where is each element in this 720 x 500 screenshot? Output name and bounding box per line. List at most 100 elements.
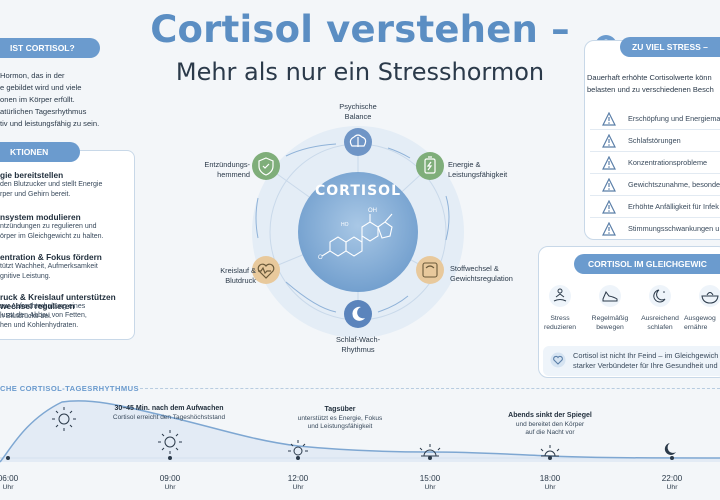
balance-item: Stress reduzieren: [534, 314, 586, 332]
cortisol-core: [298, 172, 418, 292]
molecule-icon: [321, 213, 393, 257]
annotation-line: unterstützt es Energie, Fokus: [297, 414, 383, 422]
function-desc: lusst den Abbau von Fetten,: [0, 312, 87, 319]
warning-icon: [602, 200, 616, 214]
annotation-line: und bereitet den Körper: [515, 420, 585, 428]
function-desc: hen und Kohlenhydraten.: [0, 322, 79, 329]
rhythm-curve: [0, 400, 720, 463]
node-label-energy: Energie & Leistungsfähigkeit: [448, 160, 528, 180]
warning-icon: [602, 222, 616, 236]
stress-item-label: Gewichtszunahme, besonde: [628, 180, 720, 189]
svg-text:O: O: [318, 255, 323, 261]
node-sleep: [344, 300, 372, 328]
brain-icon: [349, 134, 367, 147]
time-value: 18:00: [539, 474, 561, 483]
shoe-icon: [599, 285, 621, 307]
function-desc: rper und Gehirn bereit.: [0, 191, 71, 198]
time-unit: Uhr: [2, 484, 14, 491]
stress-item-label: Schlafstörungen: [628, 136, 681, 145]
balance-note-line: starker Verbündeter für Ihre Gesundheit …: [573, 361, 720, 370]
stress-item: Stimmungsschwankungen u: [590, 218, 720, 240]
function-title: nsystem modulieren: [0, 212, 81, 222]
night-moon-icon: [664, 443, 676, 455]
balance-note-line: Cortisol ist nicht Ihr Feind – im Gleich…: [573, 351, 719, 360]
svg-text:OH: OH: [368, 208, 377, 214]
time-label: 06:00 Uhr: [0, 474, 28, 492]
rhythm-heading: CHE CORTISOL-TAGESRHYTHMUS: [0, 384, 139, 393]
intro-line: e gebildet wird und viele: [0, 83, 82, 92]
time-unit: Uhr: [164, 484, 176, 491]
function-item-focus: entration & Fokus fördern tützt Wachheit…: [0, 252, 102, 282]
balance-item: Ausgewog ernähre: [684, 314, 720, 332]
balance-item-line: schlafen: [647, 324, 673, 331]
rhythm-annotation-evening: Abends sinkt der Spiegel und bereitet de…: [490, 412, 610, 438]
node-label-line: Leistungsfähigkeit: [448, 170, 508, 179]
stress-item: Erschöpfung und Energiema: [590, 108, 720, 130]
time-dot: [670, 456, 674, 460]
stress-item: Erhöhte Anfälligkeit für Infek: [590, 196, 720, 218]
stress-intro: Dauerhaft erhöhte Cortisolwerte könn bel…: [587, 72, 714, 96]
sun-icon: [158, 430, 182, 454]
function-item-energy: gie bereitstellen den Blutzucker und ste…: [0, 170, 102, 200]
time-unit: Uhr: [424, 484, 436, 491]
intro-line: onen im Körper erfüllt.: [0, 95, 75, 104]
function-desc: tützt Wachheit, Aufmerksamkeit: [0, 263, 98, 270]
sunrise-icon: [52, 407, 76, 431]
time-label: 12:00 Uhr: [278, 474, 318, 492]
function-title: ruck & Kreislauf unterstützen: [0, 292, 116, 302]
function-title: gie bereitstellen: [0, 170, 64, 180]
node-label-line: Schlaf-Wach-: [335, 335, 381, 344]
time-value: 12:00: [287, 474, 309, 483]
node-label-line: Energie &: [448, 160, 481, 169]
stress-intro-line: Dauerhaft erhöhte Cortisolwerte könn: [587, 73, 712, 82]
function-item-immune: nsystem modulieren ntzündungen zu reguli…: [0, 212, 104, 242]
node-metabolism: [416, 256, 444, 284]
time-dot: [428, 456, 432, 460]
heart-pulse-icon: [257, 263, 275, 279]
stress-item: Gewichtszunahme, besonde: [590, 174, 720, 196]
functions-panel: [0, 150, 135, 340]
time-label: 22:00 Uhr: [652, 474, 692, 492]
function-desc: ntzündungen zu regulieren und: [0, 223, 97, 230]
page-title: Cortisol verstehen –: [150, 8, 570, 51]
annotation-title: 30–45 Min. nach dem Aufwachen: [114, 405, 224, 412]
balance-note: Cortisol ist nicht Ihr Feind – im Gleich…: [543, 346, 720, 376]
function-item-metabolism-block: wechsel regulieren lusst den Abbau von F…: [0, 301, 87, 331]
warning-icon: [602, 134, 616, 148]
time-value: 15:00: [419, 474, 441, 483]
time-unit: Uhr: [292, 484, 304, 491]
heart-icon: [550, 352, 566, 368]
function-desc: n Blutdrucks bei.: [0, 313, 52, 320]
stress-intro-line: belasten und zu verschiedenen Besch: [587, 85, 714, 94]
node-label-line: Kreislauf &: [220, 266, 256, 275]
annotation-title: Abends sinkt der Spiegel: [508, 412, 592, 419]
time-label: 09:00 Uhr: [150, 474, 190, 492]
cortisol-label: CORTISOL: [315, 183, 401, 199]
function-title: entration & Fokus fördern: [0, 252, 102, 262]
time-value: 06:00: [0, 474, 19, 483]
time-dot: [6, 456, 10, 460]
rhythm-annotation-morning: 30–45 Min. nach dem Aufwachen Cortisol e…: [94, 405, 244, 422]
time-label: 15:00 Uhr: [410, 474, 450, 492]
node-label-metabolism: Stoffwechsel & Gewichtsregulation: [450, 264, 530, 284]
time-unit: Uhr: [544, 484, 556, 491]
warning-icon: [602, 178, 616, 192]
node-label-line: Rhythmus: [341, 345, 375, 354]
time-value: 09:00: [159, 474, 181, 483]
annotation-line: Cortisol erreicht den Tageshöchststand: [112, 413, 226, 421]
function-title: wechsel regulieren: [0, 301, 75, 311]
node-label-inflammation: Entzündungs- hemmend: [180, 160, 250, 180]
function-desc: zur Aufrechterhaltung eines: [0, 303, 86, 310]
function-desc: gnitive Leistung.: [0, 273, 51, 280]
time-dot: [548, 456, 552, 460]
balance-item: Regelmäßig bewegen: [584, 314, 636, 332]
stress-item: Konzentrationsprobleme: [590, 152, 720, 174]
sun-afternoon-icon: [419, 444, 441, 457]
intro-line: atürlichen Tagesrhythmus: [0, 107, 87, 116]
node-label-line: Blutdruck: [225, 276, 256, 285]
stress-item-label: Erschöpfung und Energiema: [628, 114, 720, 123]
time-value: 22:00: [661, 474, 683, 483]
node-label-line: Gewichtsregulation: [450, 274, 513, 283]
svg-text:HO: HO: [341, 222, 349, 228]
balance-item-line: Ausgewog: [684, 315, 716, 322]
